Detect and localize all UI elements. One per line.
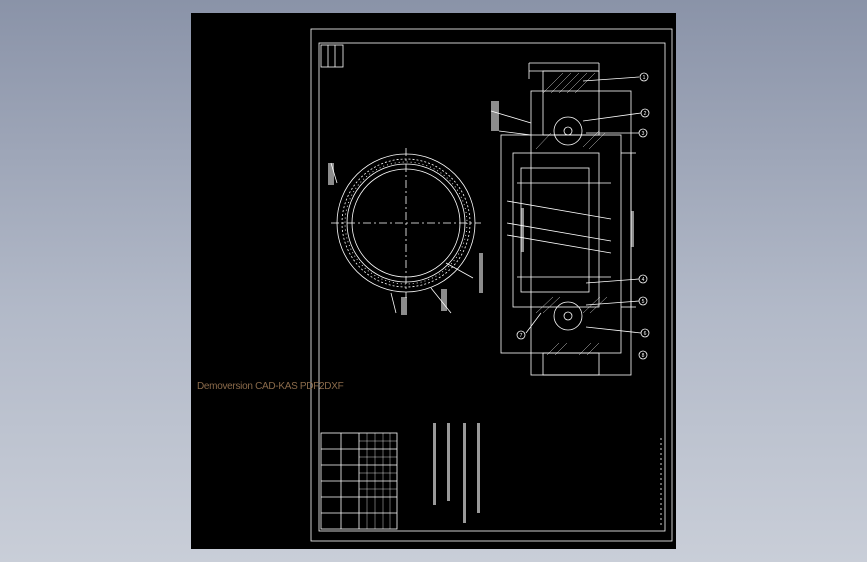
balloon-label: 3 — [642, 131, 645, 137]
bearing-section-view — [490, 62, 636, 376]
title-block — [320, 432, 398, 530]
cad-viewport[interactable]: 1 2 3 4 5 6 7 8 Demoversion CAD-KAS PDF2DXF — [191, 13, 676, 549]
balloon-8: 8 — [638, 350, 648, 360]
balloon-label: 4 — [642, 277, 645, 283]
balloon-label: 2 — [644, 111, 647, 117]
balloon-4: 4 — [638, 274, 648, 284]
balloon-label: 7 — [520, 333, 523, 339]
balloon-3: 3 — [638, 128, 648, 138]
leader-lines — [525, 76, 642, 334]
balloon-2: 2 — [640, 108, 650, 118]
balloon-7: 7 — [516, 330, 526, 340]
balloon-5: 5 — [638, 296, 648, 306]
corner-stamp — [320, 44, 344, 68]
balloon-label: 5 — [642, 299, 645, 305]
balloons: 1 2 3 4 5 6 7 8 — [516, 72, 650, 360]
sheet-outer-frame — [310, 28, 673, 542]
balloon-6: 6 — [640, 328, 650, 338]
balloon-label: 6 — [644, 331, 647, 337]
balloon-label: 8 — [642, 353, 645, 359]
section-hatching — [535, 72, 608, 356]
cad-drawing: 1 2 3 4 5 6 7 8 — [310, 28, 673, 542]
sheet-inner-frame — [318, 42, 666, 532]
technical-notes — [328, 101, 634, 523]
ring-plan-view — [330, 148, 481, 314]
balloon-1: 1 — [639, 72, 649, 82]
balloon-label: 1 — [643, 75, 646, 81]
demo-watermark: Demoversion CAD-KAS PDF2DXF — [197, 381, 344, 392]
